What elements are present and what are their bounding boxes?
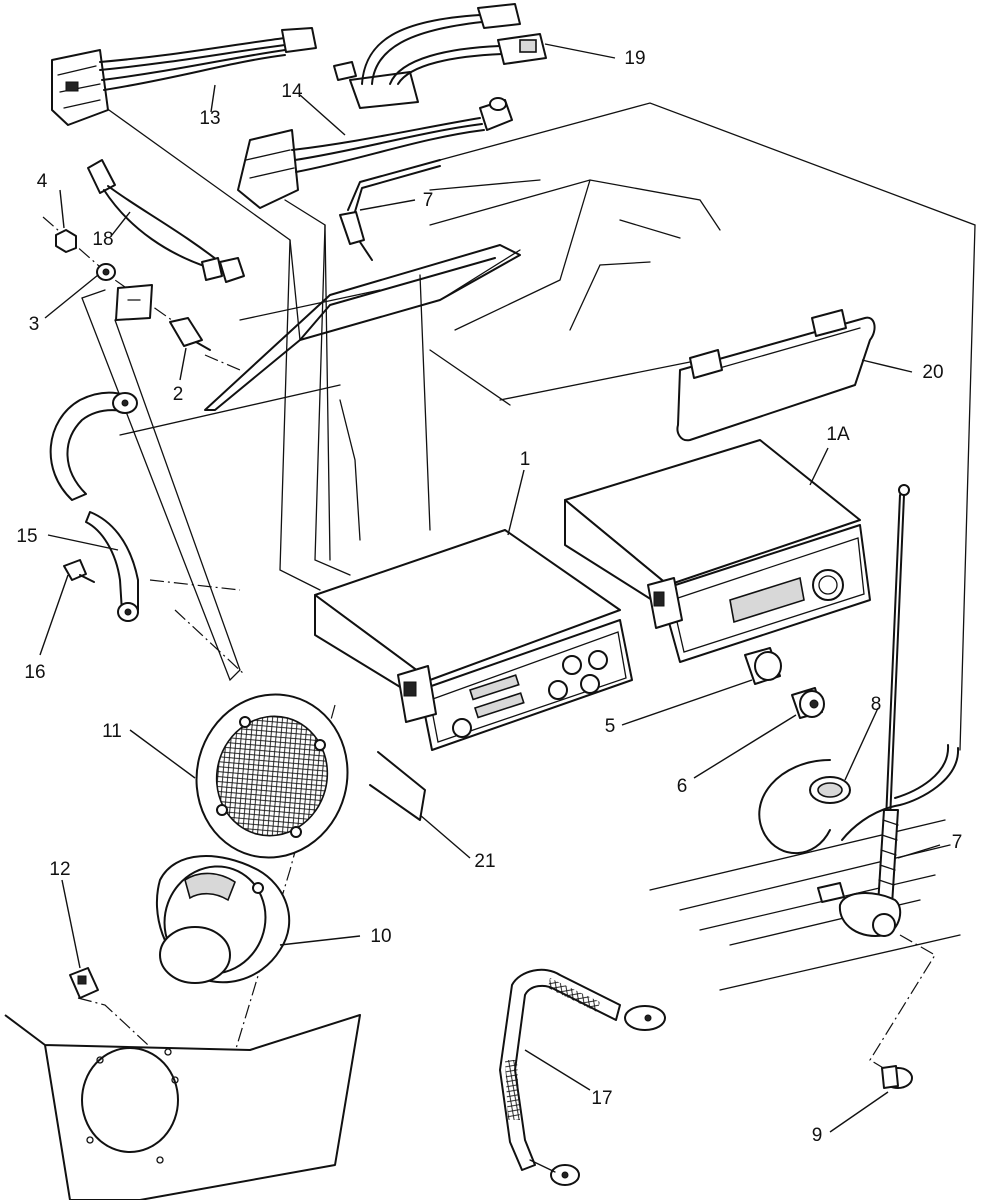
- callout-10: 10: [370, 926, 391, 947]
- callout-4: 4: [37, 171, 48, 192]
- wiring-harness-18: [87, 159, 245, 283]
- callout-9: 9: [812, 1125, 823, 1146]
- callout-7-upper: 7: [423, 190, 434, 211]
- callout-8: 8: [871, 694, 882, 715]
- callout-14: 14: [281, 81, 303, 102]
- ground-strap-17: [499, 968, 666, 1186]
- callout-17: 17: [591, 1088, 612, 1109]
- radio-1: [314, 529, 633, 751]
- wiring-harness-14: [237, 97, 513, 209]
- callout-15: 15: [16, 526, 37, 547]
- clip-12: [69, 967, 99, 999]
- antenna-assembly: [758, 484, 960, 1089]
- trim-plate-20: [676, 309, 876, 442]
- speaker-10: [155, 855, 291, 984]
- callout-1A: 1A: [826, 424, 850, 445]
- callout-21: 21: [474, 851, 495, 872]
- removal-tool-21: [369, 751, 426, 821]
- callout-6: 6: [677, 776, 688, 797]
- wiring-harness-13: [51, 27, 317, 126]
- callout-16: 16: [24, 662, 45, 683]
- leader-lines: [39, 43, 941, 1133]
- callout-labels: 13 14 19 18 7 4 3 2 20 1A 1 15 16 5 6 8 …: [16, 48, 962, 1146]
- callout-20: 20: [922, 362, 943, 383]
- callout-3: 3: [29, 314, 40, 335]
- callout-5: 5: [605, 716, 616, 737]
- callout-13: 13: [199, 108, 220, 129]
- callout-19: 19: [624, 48, 645, 69]
- knobs: [744, 647, 825, 719]
- antenna-cable-upper: [339, 159, 441, 261]
- callout-2: 2: [173, 384, 184, 405]
- wiring-harness-19: [333, 3, 547, 109]
- radio-1A: [564, 439, 871, 663]
- ground-strap-15: [49, 391, 139, 622]
- callout-1: 1: [520, 449, 531, 470]
- speaker-mount-panel: [4, 1014, 361, 1200]
- speaker-grille-11: [195, 693, 349, 859]
- callout-18: 18: [92, 229, 113, 250]
- callout-12: 12: [49, 859, 70, 880]
- mounting-hardware: [55, 229, 211, 351]
- screw-16: [63, 559, 95, 583]
- callout-7-right: 7: [952, 832, 963, 853]
- callout-11: 11: [102, 721, 122, 742]
